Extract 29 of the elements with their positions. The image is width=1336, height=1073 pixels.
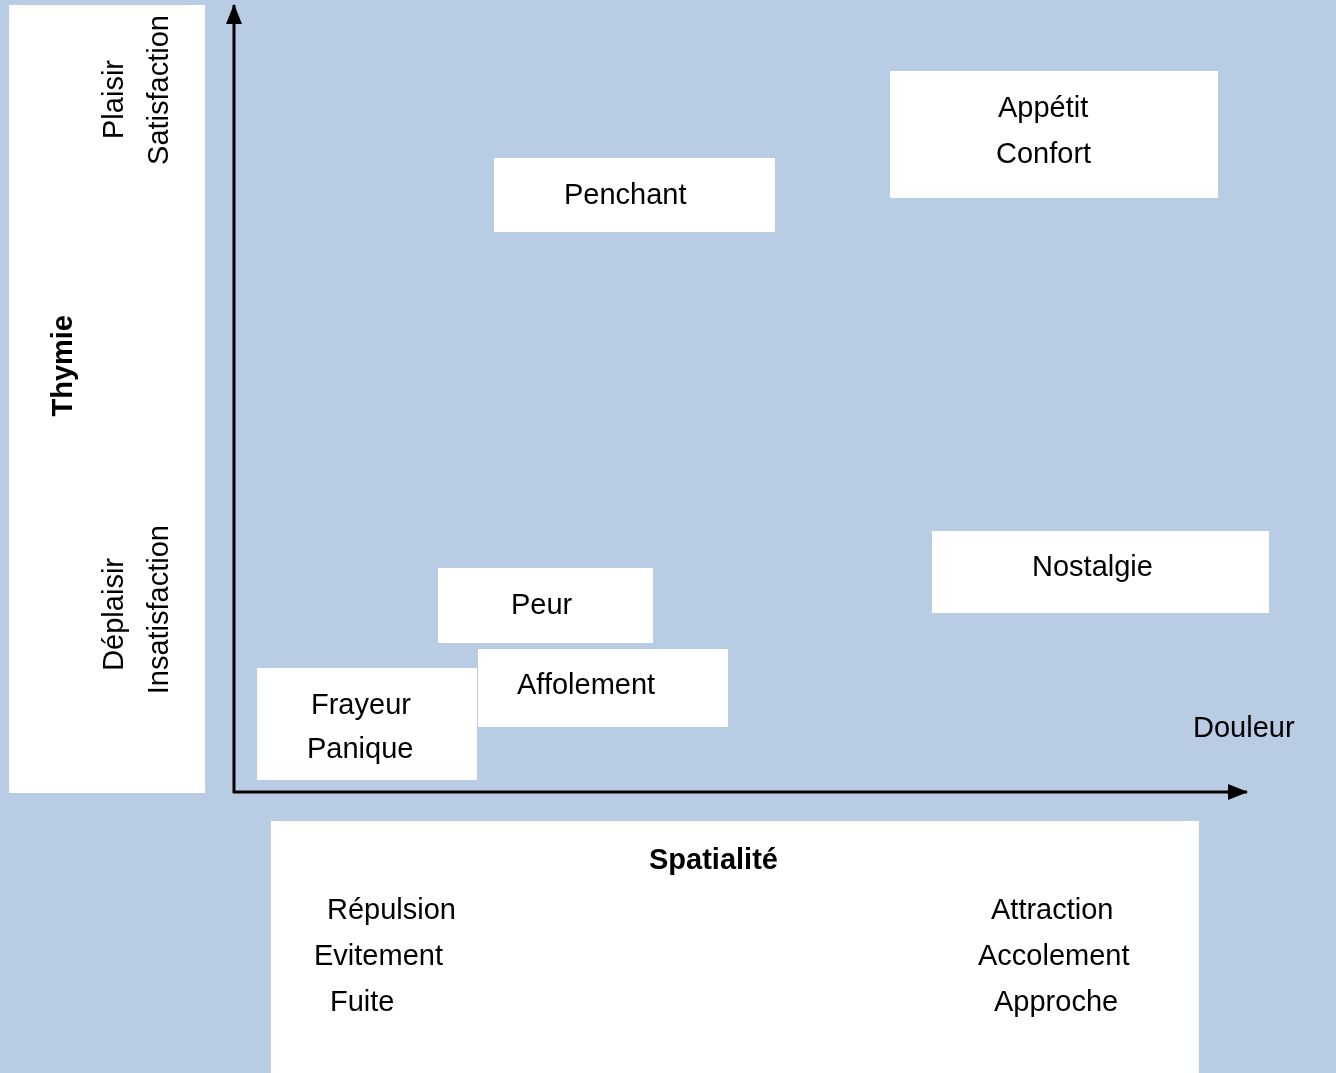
- axis-end-label: Douleur: [1193, 710, 1295, 745]
- axis-panel: [271, 821, 1199, 1073]
- text-box: [438, 568, 653, 643]
- axis-end-label: Accolement: [978, 938, 1130, 973]
- text-box: [478, 649, 728, 727]
- text-box: [257, 668, 477, 780]
- axis-end-label: Déplaisir: [96, 558, 130, 671]
- node-label: Nostalgie: [1032, 549, 1153, 584]
- text-box: [932, 531, 1269, 613]
- axis-end-label: Insatisfaction: [141, 525, 175, 695]
- node-label: Penchant: [564, 177, 687, 212]
- axis-end-label: Plaisir: [96, 60, 130, 139]
- node-label: Frayeur: [311, 687, 411, 722]
- node-label: Confort: [996, 136, 1092, 171]
- axis-end-label: Approche: [994, 984, 1119, 1019]
- axis-title: Spatialité: [649, 842, 778, 877]
- axis-end-label: Répulsion: [327, 892, 456, 927]
- text-box: [890, 71, 1218, 198]
- node-label: Panique: [307, 731, 414, 766]
- axis-end-label: Attraction: [991, 892, 1114, 927]
- axis-title: Thymie: [45, 315, 79, 417]
- axis-end-label: Satisfaction: [141, 15, 175, 165]
- node-label: Appétit: [998, 90, 1089, 125]
- node-label: Affolement: [517, 667, 656, 702]
- axis-end-label: Evitement: [314, 938, 443, 973]
- text-box: [494, 158, 775, 232]
- axis-panel: [9, 5, 205, 793]
- axis-end-label: Fuite: [330, 984, 395, 1019]
- node-label: Peur: [511, 587, 573, 622]
